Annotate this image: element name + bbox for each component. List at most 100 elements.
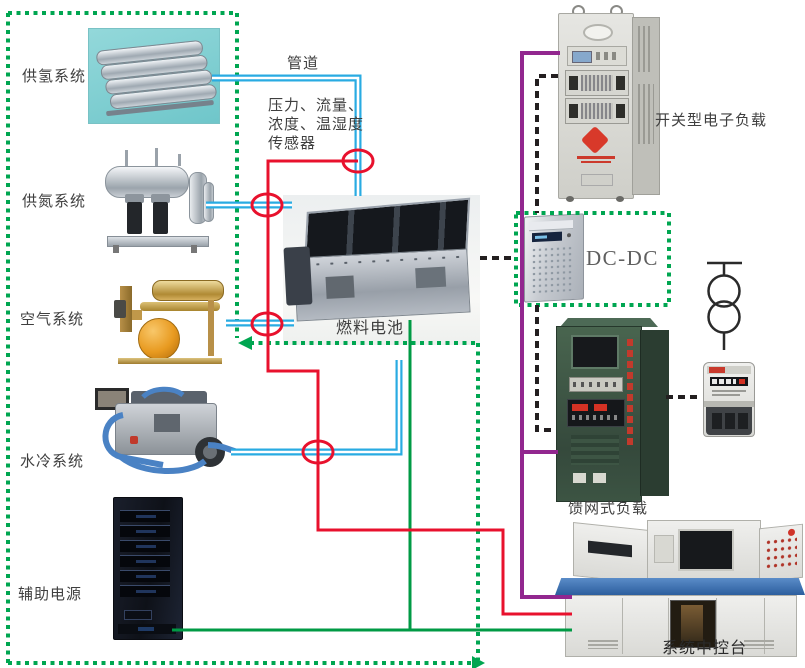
console-right-wing (759, 523, 803, 583)
stack-port (325, 275, 355, 299)
wing-display (588, 540, 632, 558)
power-module (120, 525, 170, 537)
load-module (565, 98, 629, 124)
base-plate (118, 358, 222, 364)
cabinet-top (560, 318, 658, 327)
pump-motor (125, 194, 144, 203)
brand-text-line (577, 156, 615, 159)
dcdc-top-strip (529, 220, 573, 232)
cabinet-vent (581, 174, 613, 186)
power-module (120, 585, 170, 597)
base-equipment-bay (670, 600, 716, 648)
sensor-marker (250, 192, 284, 218)
pressure-tank (105, 166, 189, 198)
grid-feedback-load-image (556, 318, 669, 502)
label-sensors: 压力、流量、 浓度、温湿度 传感器 (268, 97, 365, 152)
console-center-panel (647, 520, 761, 580)
label-water-cooling-system: 水冷系统 (20, 453, 85, 470)
stack-front (293, 248, 471, 322)
cabinet-screen (571, 335, 619, 369)
meter-terminals (706, 407, 752, 435)
valve-stem (155, 148, 158, 166)
sensor-marker (301, 439, 335, 465)
dcdc-display (532, 231, 562, 243)
boundary-arrow-right (472, 656, 485, 668)
cabinet-side (632, 17, 660, 195)
meter-text-line (712, 390, 746, 392)
engine-block (115, 403, 217, 455)
meter-text-line (712, 394, 740, 396)
load-display-panel (567, 46, 627, 66)
transformer-symbol (707, 261, 742, 350)
stack-port (415, 266, 447, 289)
cabinet-side (640, 330, 669, 496)
load-screen (572, 51, 592, 63)
label-hydrogen-system: 供氢系统 (22, 68, 87, 85)
name-tag (593, 473, 606, 483)
brand-text-line (581, 161, 611, 163)
meter-readout-panel (567, 399, 625, 427)
caster (566, 196, 574, 202)
dcdc-converter-image (524, 213, 584, 303)
meter-register (710, 377, 748, 386)
label-nitrogen-system: 供氮系统 (22, 193, 87, 210)
compressor-cylinder (152, 280, 224, 301)
nitrogen-system-image (103, 148, 214, 254)
valve-stem (125, 150, 128, 166)
label-console: 系统中控台 (662, 640, 748, 657)
skid-base (107, 236, 209, 247)
cabinet-front (556, 326, 642, 502)
pressure-tank (203, 182, 214, 222)
console-base (565, 595, 797, 657)
gas-cylinder-group (95, 39, 218, 120)
side-vent (638, 84, 654, 144)
label-electronic-load: 开关型电子负载 (655, 112, 768, 129)
engine-detail (154, 414, 180, 432)
power-module (120, 540, 170, 552)
coolant-hoses (102, 386, 238, 474)
rack-base (118, 624, 176, 634)
pump-body (153, 202, 168, 234)
lower-vent (571, 435, 619, 465)
console-left-wing (573, 522, 649, 584)
power-module (120, 570, 170, 582)
pulley-hub (203, 445, 217, 459)
power-module (120, 510, 170, 522)
air-system-image (112, 270, 227, 365)
red-label-strip (627, 339, 633, 449)
energy-meter-image (703, 362, 755, 437)
dcdc-button (567, 233, 571, 238)
load-module (565, 70, 629, 96)
rack-display (124, 610, 152, 620)
pump-motor (151, 194, 170, 203)
cabinet-logo-oval (583, 24, 613, 41)
small-panel (654, 535, 674, 563)
compressor-pipe (140, 302, 220, 311)
meter-band (704, 401, 754, 407)
power-module (120, 555, 170, 567)
valve-stem (178, 154, 181, 166)
base-vent (744, 640, 774, 649)
electronic-load-image (558, 5, 660, 202)
label-fuel-cell: 燃料电池 (336, 320, 405, 337)
console-desk-edge (555, 578, 805, 595)
hydrogen-system-image (88, 28, 220, 124)
control-strip (569, 377, 623, 392)
compressor-valve (114, 300, 126, 318)
pump-body (127, 202, 142, 234)
skid-leg (113, 245, 119, 253)
dcdc-vents (531, 245, 573, 294)
pipe-fitting (132, 310, 142, 320)
boundary-arrow-left (238, 336, 252, 350)
air-receiver-sphere (138, 318, 180, 360)
skid-leg (191, 245, 197, 253)
engine-knob (130, 436, 138, 444)
water-cooling-image (93, 385, 238, 480)
side-vent (638, 26, 652, 72)
console-monitor (678, 529, 734, 571)
button-grid (765, 535, 797, 569)
label-dcdc: DC-DC (586, 246, 659, 270)
label-grid-load: 馈网式负载 (568, 500, 649, 517)
base-vent (588, 640, 618, 649)
